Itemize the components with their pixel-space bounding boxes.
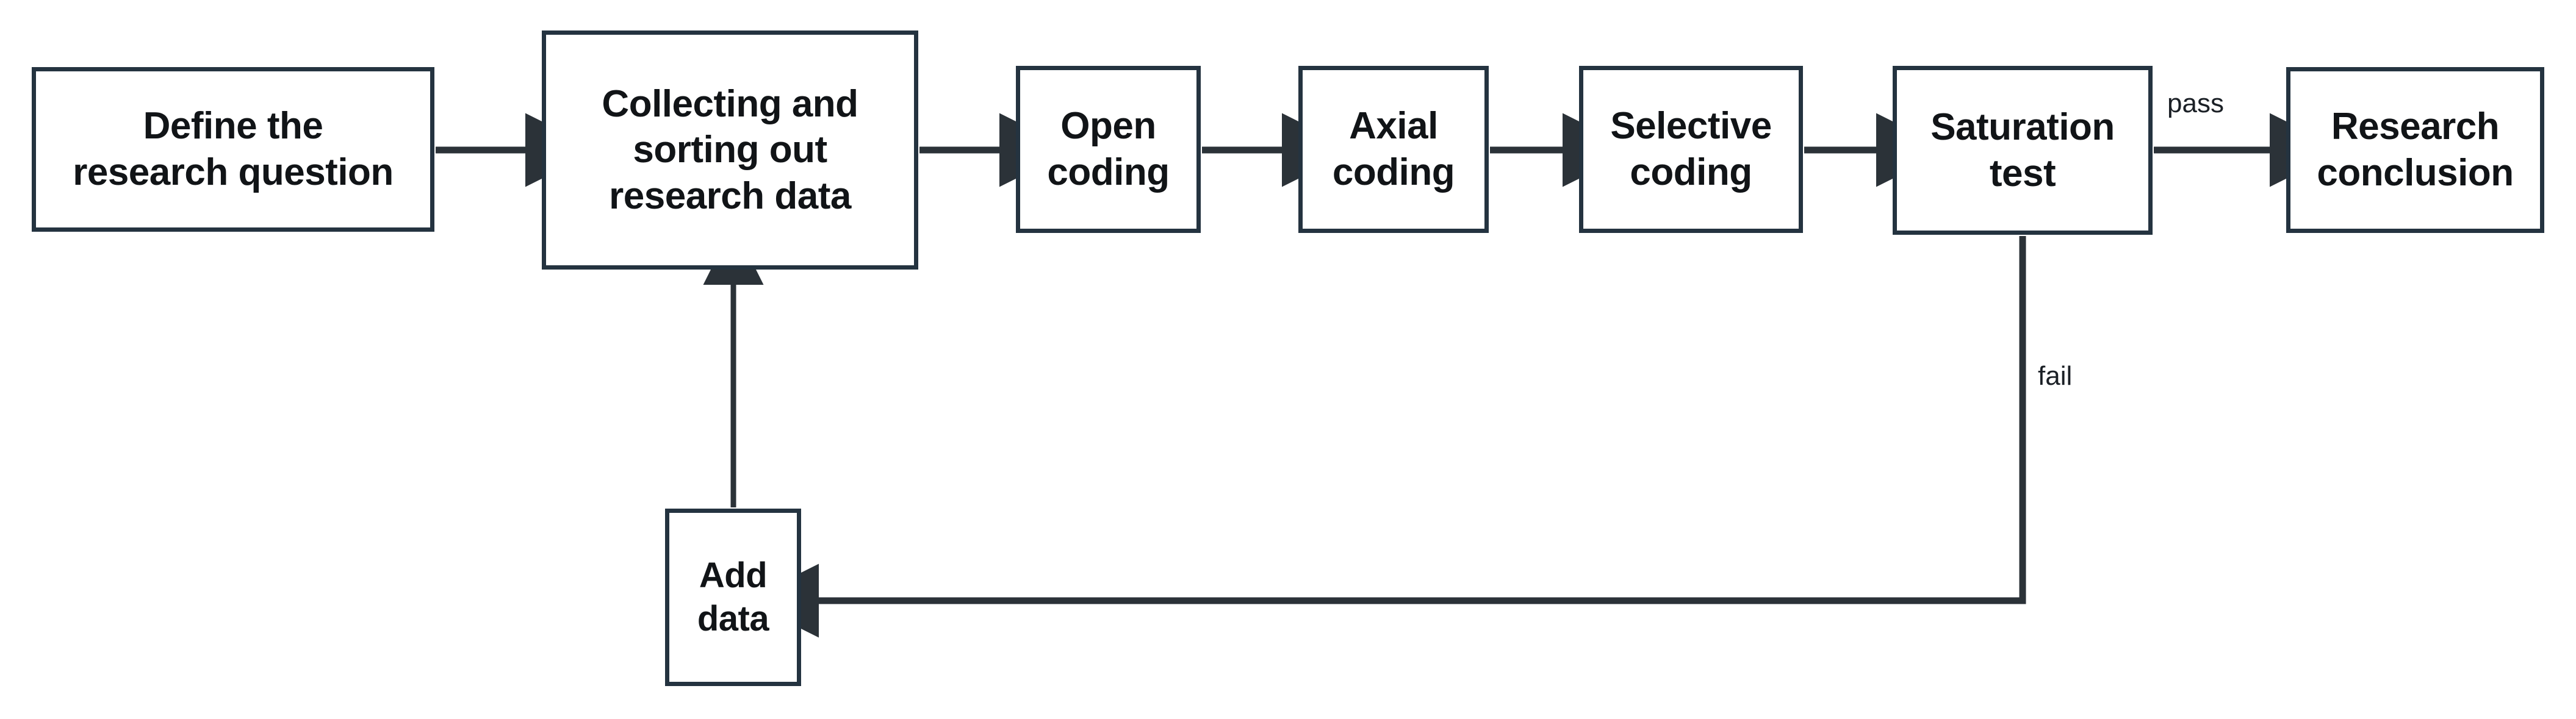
node-label: Axial coding [1332, 105, 1455, 193]
edge-label-pass: pass [2167, 88, 2224, 118]
node-open-coding[interactable]: Open coding [1016, 66, 1201, 233]
node-research-conclusion[interactable]: Research conclusion [2286, 67, 2544, 233]
node-label: Define the research question [73, 105, 394, 193]
node-label: Add data [697, 555, 769, 639]
node-label: Saturation test [1930, 106, 2115, 195]
node-add-data[interactable]: Add data [665, 509, 801, 686]
node-selective-coding[interactable]: Selective coding [1579, 66, 1803, 233]
node-label: Collecting and sorting out research data [602, 82, 858, 217]
node-label: Research conclusion [2317, 106, 2514, 194]
edge-label-fail: fail [2038, 361, 2073, 391]
node-label: Selective coding [1610, 105, 1772, 193]
edge-saturation-to-add-data [745, 236, 2026, 638]
node-collecting-sorting-data[interactable]: Collecting and sorting out research data [542, 30, 918, 270]
node-saturation-test[interactable]: Saturation test [1893, 66, 2153, 235]
node-label: Open coding [1047, 105, 1170, 193]
node-define-research-question[interactable]: Define the research question [32, 67, 434, 232]
node-axial-coding[interactable]: Axial coding [1298, 66, 1489, 233]
